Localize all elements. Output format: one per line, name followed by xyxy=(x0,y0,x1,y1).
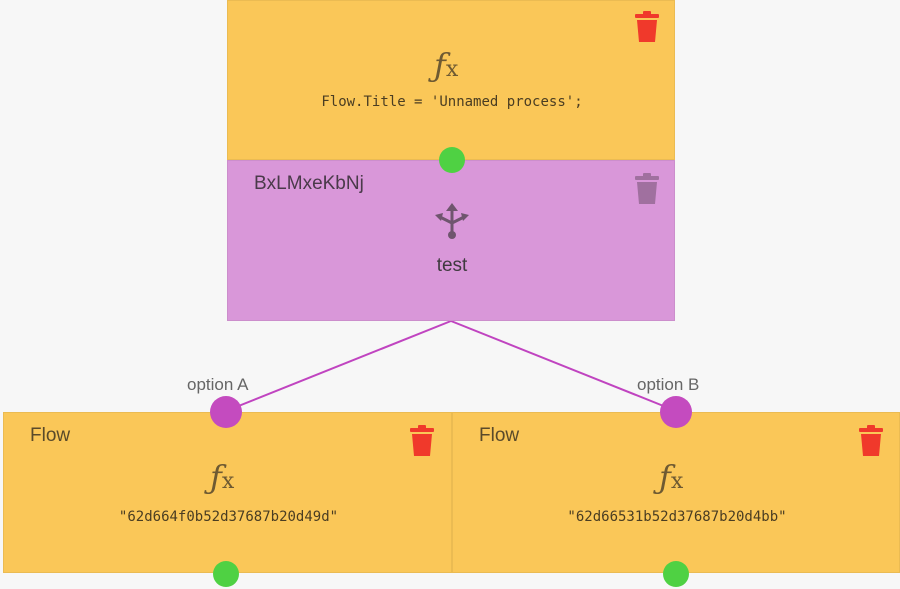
node-title: Flow xyxy=(30,425,71,446)
option-label-b: option B xyxy=(637,375,700,394)
option-port-a[interactable] xyxy=(210,396,242,428)
edge-option-a[interactable] xyxy=(225,320,452,412)
node-code: "62d664f0b52d37687b20d49d" xyxy=(118,509,339,525)
function-node-top[interactable]: ƒx Flow.Title = 'Unnamed process'; xyxy=(227,0,675,160)
function-node-left[interactable]: Flow ƒx "62d664f0b52d37687b20d49d" xyxy=(3,412,452,573)
function-icon: ƒx xyxy=(659,458,684,496)
trash-icon[interactable] xyxy=(634,11,660,43)
function-icon: ƒx xyxy=(434,46,459,84)
node-code: Flow.Title = 'Unnamed process'; xyxy=(321,94,583,110)
trash-icon[interactable] xyxy=(409,425,435,457)
trash-icon[interactable] xyxy=(858,425,884,457)
output-port-top[interactable] xyxy=(439,147,465,173)
edge-option-b[interactable] xyxy=(450,320,677,412)
option-port-b[interactable] xyxy=(660,396,692,428)
output-port-left[interactable] xyxy=(213,561,239,587)
option-label-a: option A xyxy=(187,375,249,394)
function-icon: ƒx xyxy=(210,458,235,496)
router-node[interactable]: BxLMxeKbNj test xyxy=(227,160,675,321)
node-code: "62d66531b52d37687b20d4bb" xyxy=(567,509,787,525)
function-node-right[interactable]: Flow ƒx "62d66531b52d37687b20d4bb" xyxy=(452,412,900,573)
router-label: test xyxy=(436,255,468,276)
node-title: Flow xyxy=(479,425,520,446)
output-port-right[interactable] xyxy=(663,561,689,587)
split-arrows-icon xyxy=(435,203,469,239)
router-node-title: BxLMxeKbNj xyxy=(254,173,364,194)
trash-icon[interactable] xyxy=(634,173,660,205)
